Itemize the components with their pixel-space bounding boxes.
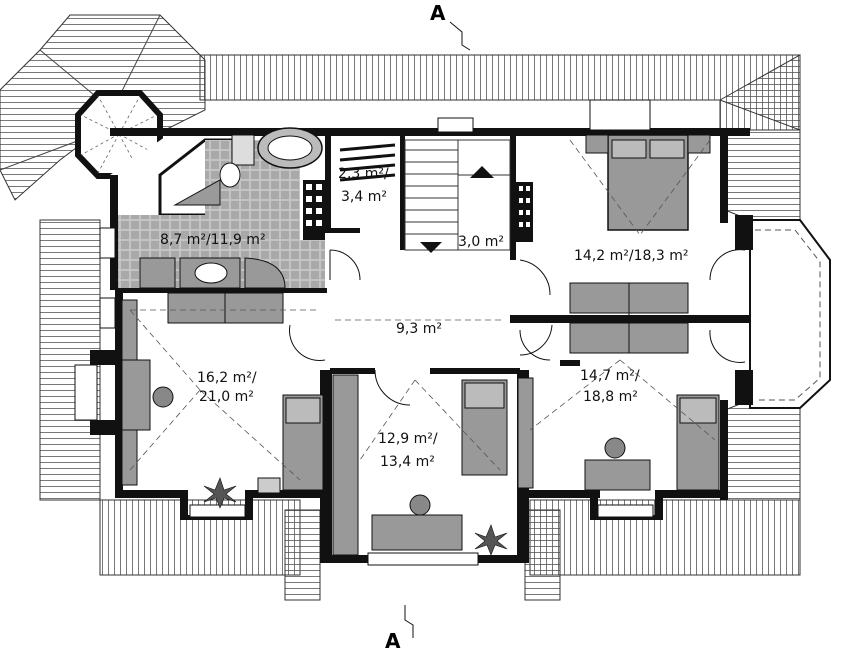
label-bedroom-ne: 14,2 m²/18,3 m² <box>574 248 688 264</box>
label-room-s-line1: 12,9 m²/ <box>378 431 438 447</box>
label-room-w-line2: 21,0 m² <box>199 389 254 405</box>
room-labels: 8,7 m²/11,9 m² 2,3 m²/ 3,4 m² 3,0 m² 14,… <box>160 166 688 470</box>
label-room-e-line2: 18,8 m² <box>583 389 638 405</box>
label-room-w-line1: 16,2 m²/ <box>197 370 257 386</box>
section-marker-bottom: A <box>385 605 414 653</box>
floor-fills <box>110 130 325 290</box>
windows <box>74 99 654 566</box>
label-bathroom: 8,7 m²/11,9 m² <box>160 232 266 248</box>
ceiling-lines <box>129 139 716 481</box>
section-label-bottom: A <box>385 629 401 653</box>
label-wardrobe-line2: 3,4 m² <box>341 189 387 205</box>
doors <box>289 249 746 406</box>
label-room-e-line1: 14,7 m²/ <box>580 368 640 384</box>
wardrobe-shelves <box>303 143 396 240</box>
section-marker-top: A <box>430 1 471 51</box>
label-stairs: 3,0 m² <box>458 234 504 250</box>
staircase <box>404 139 511 253</box>
label-hall: 9,3 m² <box>396 321 442 337</box>
label-wardrobe-line1: 2,3 m²/ <box>338 166 389 182</box>
east-bay <box>749 219 831 409</box>
section-label-top: A <box>430 1 446 25</box>
ventilation-blocks <box>515 182 533 242</box>
furniture <box>121 127 720 556</box>
label-room-s-line2: 13,4 m² <box>380 454 435 470</box>
